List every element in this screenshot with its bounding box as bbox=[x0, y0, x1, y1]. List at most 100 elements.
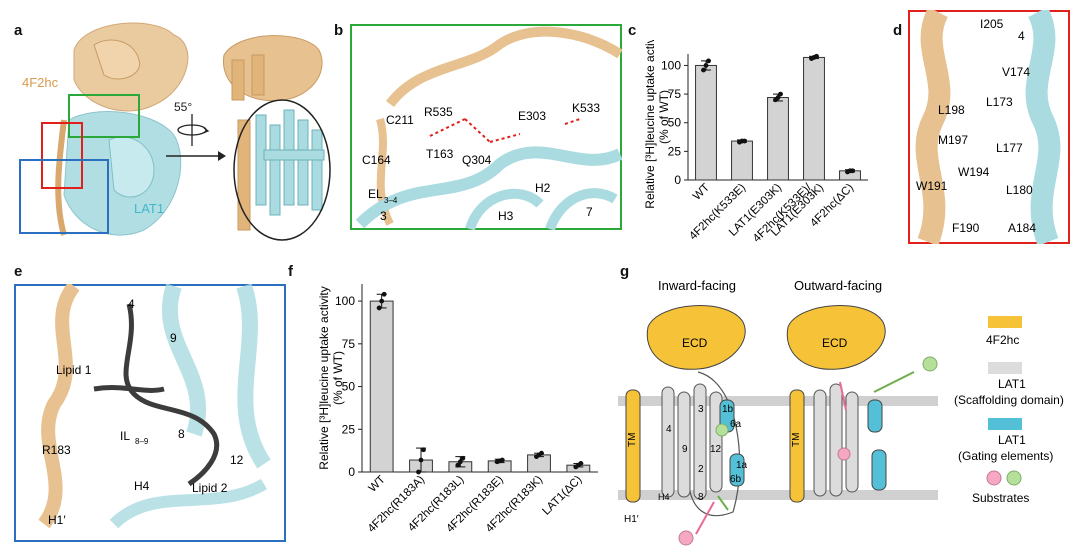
legend: 4F2hc LAT1 (Scaffolding domain) LAT1 (Ga… bbox=[954, 316, 1064, 505]
helix-4-label: 4 bbox=[128, 297, 135, 311]
res-c164: C164 bbox=[362, 153, 391, 167]
res-e303: E303 bbox=[518, 109, 546, 123]
box-red bbox=[41, 122, 83, 189]
title-outward: Outward-facing bbox=[794, 278, 882, 293]
data-point bbox=[457, 459, 463, 465]
data-point bbox=[376, 305, 382, 311]
bar bbox=[695, 64, 717, 181]
y-axis-label-unit: (% of WT) bbox=[657, 90, 671, 144]
legend-4f2hc: 4F2hc bbox=[986, 333, 1019, 347]
y-tick-label: 100 bbox=[661, 58, 681, 72]
substrate-green-inward bbox=[715, 423, 729, 437]
helix-4: 4 bbox=[666, 424, 672, 435]
panel-label-a: a bbox=[14, 22, 23, 39]
data-point bbox=[742, 138, 747, 144]
legend-substrates: Substrates bbox=[972, 491, 1029, 505]
substrate-pink-inward bbox=[678, 530, 694, 546]
loop-el: EL bbox=[368, 187, 383, 201]
data-point bbox=[455, 462, 461, 468]
lipid-1-label: Lipid 1 bbox=[56, 363, 92, 377]
data-point bbox=[775, 95, 781, 100]
y-axis-label-unit: (% of WT) bbox=[331, 351, 345, 405]
y-tick-label: 0 bbox=[674, 173, 681, 187]
y-tick-label: 100 bbox=[335, 294, 355, 308]
data-point bbox=[814, 53, 819, 59]
res-l198: L198 bbox=[938, 103, 965, 117]
rotation-angle: 55° bbox=[174, 100, 192, 114]
y-axis-label: Relative [³H]leucine uptake activity bbox=[643, 40, 657, 209]
helix-9: 9 bbox=[682, 444, 688, 455]
res-r183: R183 bbox=[42, 443, 71, 457]
rotation-icon bbox=[177, 114, 210, 146]
title-inward: Inward-facing bbox=[658, 278, 736, 293]
data-point bbox=[460, 455, 466, 461]
category-label: LAT1(ΔC) bbox=[540, 474, 584, 518]
arrow-pink-in bbox=[839, 381, 847, 411]
data-point bbox=[706, 58, 711, 64]
y-tick-label: 0 bbox=[348, 465, 355, 479]
helix-1b: 1b bbox=[722, 404, 734, 415]
bar bbox=[803, 56, 825, 181]
helix-8: 8 bbox=[698, 492, 704, 503]
data-point bbox=[539, 450, 544, 456]
helix-12-label: 12 bbox=[230, 453, 244, 467]
legend-lat1-scaffold: LAT1 bbox=[998, 377, 1026, 391]
data-point bbox=[418, 457, 424, 463]
outward-model: ECD TM bbox=[786, 305, 938, 503]
res-i205: I205 bbox=[980, 17, 1004, 31]
helix-12: 12 bbox=[710, 444, 722, 455]
loop-il-sub: 8–9 bbox=[135, 437, 149, 446]
arrow-right-icon bbox=[166, 151, 226, 161]
label-4f2hc: 4F2hc bbox=[22, 75, 59, 90]
bar bbox=[731, 140, 753, 181]
rotated-structure bbox=[222, 35, 331, 241]
data-point bbox=[381, 291, 387, 297]
res-w191: W191 bbox=[916, 179, 948, 193]
substrate-pink-outward bbox=[837, 447, 851, 461]
box-blue bbox=[19, 159, 109, 234]
light-chain-tm bbox=[63, 111, 182, 236]
legend-lat1-gating: LAT1 bbox=[998, 433, 1026, 447]
helix-3: 3 bbox=[380, 209, 387, 223]
arrow-green-in bbox=[717, 495, 729, 511]
lipid-2-label: Lipid 2 bbox=[192, 481, 228, 495]
res-c211: C211 bbox=[386, 113, 414, 127]
y-tick-label: 25 bbox=[668, 144, 682, 158]
y-tick-label: 75 bbox=[342, 337, 356, 351]
box-green bbox=[68, 94, 140, 138]
res-r535: R535 bbox=[424, 105, 453, 119]
panel-label-f: f bbox=[288, 263, 293, 280]
inward-model: ECD TM 1b 6a 1a 6b 3 4 9 12 2 8 H4 H1′ bbox=[624, 305, 748, 546]
helix-h2: H2 bbox=[535, 181, 551, 195]
loop-el-sub: 3–4 bbox=[384, 196, 398, 205]
arrow-pink-out bbox=[695, 501, 715, 535]
res-l173: L173 bbox=[986, 95, 1013, 109]
panel-label-c: c bbox=[628, 22, 637, 39]
bar bbox=[767, 97, 789, 181]
y-tick-label: 50 bbox=[668, 116, 682, 130]
panel-g-schematic: Inward-facing Outward-facing ECD TM 1b 6… bbox=[618, 278, 1064, 546]
panel-label-e: e bbox=[14, 263, 23, 280]
helix-2: 2 bbox=[698, 464, 704, 475]
y-axis-label: Relative [³H]leucine uptake activity bbox=[317, 286, 331, 469]
helix-h4: H4 bbox=[658, 492, 670, 502]
label-lat1: LAT1 bbox=[134, 201, 164, 216]
panel-label-b: b bbox=[334, 22, 344, 39]
data-point bbox=[778, 91, 783, 97]
res-k533: K533 bbox=[572, 101, 600, 115]
data-point bbox=[701, 67, 706, 73]
arrow-green-out bbox=[873, 371, 915, 393]
helix-7: 7 bbox=[586, 205, 593, 219]
helix-6a: 6a bbox=[730, 419, 742, 430]
tm-label-2: TM bbox=[791, 433, 802, 447]
helix-4: 4 bbox=[1018, 29, 1025, 43]
category-label: WT bbox=[367, 474, 388, 495]
res-v174: V174 bbox=[1002, 65, 1030, 79]
legend-lat1-gating-sub: (Gating elements) bbox=[958, 449, 1053, 463]
legend-lat1-scaffold-sub: (Scaffolding domain) bbox=[954, 393, 1064, 407]
y-tick-label: 50 bbox=[342, 380, 356, 394]
panel-b-closeup: C211 R535 E303 K533 C164 T163 Q304 H2 EL… bbox=[350, 24, 622, 230]
heavy-chain-ecd bbox=[55, 22, 189, 236]
data-point bbox=[379, 298, 385, 304]
panel-e-closeup: 4 9 Lipid 1 IL 8–9 8 R183 H4 12 Lipid 2 … bbox=[14, 284, 286, 542]
